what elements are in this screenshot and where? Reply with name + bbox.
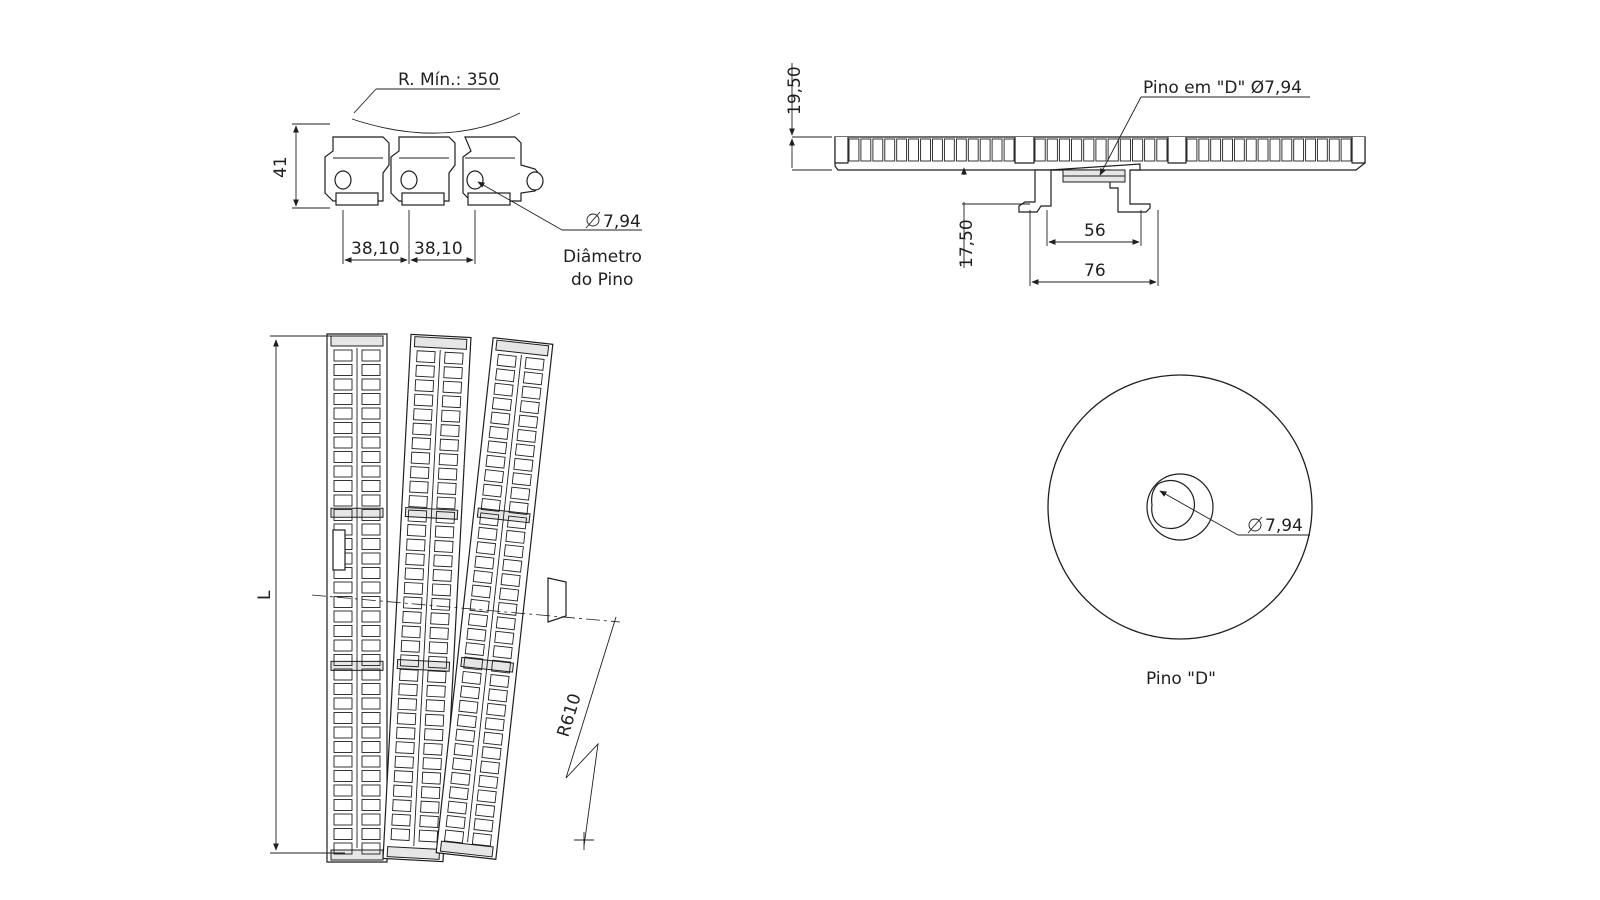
d-pin-detail: 7,94 Pino "D" [1047,374,1313,689]
pin-diameter-side-label: 7,94 [603,212,641,232]
pin-caption-line-1: Diâmetro [563,247,642,267]
pitch-2-label: 38,10 [414,239,463,259]
pin-caption-line-2: do Pino [571,270,633,290]
chain-link-1 [324,136,390,206]
plan-view: L R610 [255,333,621,863]
length-L-label: L [255,590,275,600]
center-line [311,594,621,623]
d-pin-label: Pino em "D" Ø7,94 [1143,78,1302,98]
height-1750-label: 17,50 [957,219,977,268]
width-76-label: 76 [1084,261,1106,281]
chain-link-3 [462,136,544,206]
chain-link-2 [390,136,456,206]
pitch-1-label: 38,10 [351,239,400,259]
min-radius-label: R. Mín.: 350 [398,70,499,90]
radius-610-label: R610 [554,691,586,739]
pin-diameter-detail-label: 7,94 [1265,516,1303,536]
radius-leader [353,88,377,114]
height-41-label: 41 [271,156,291,178]
chain-strips [326,333,567,863]
side-view: R. Mín.: 350 41 [271,70,642,290]
pin-d-title: Pino "D" [1146,669,1216,689]
front-view: 19,50 17,50 Pino em "D" Ø7,94 56 76 [785,63,1366,286]
height-1950-label: 19,50 [785,66,805,115]
front-view-ribs [834,137,1366,164]
width-56-label: 56 [1084,221,1106,241]
pin-detail-circle [1047,374,1313,640]
